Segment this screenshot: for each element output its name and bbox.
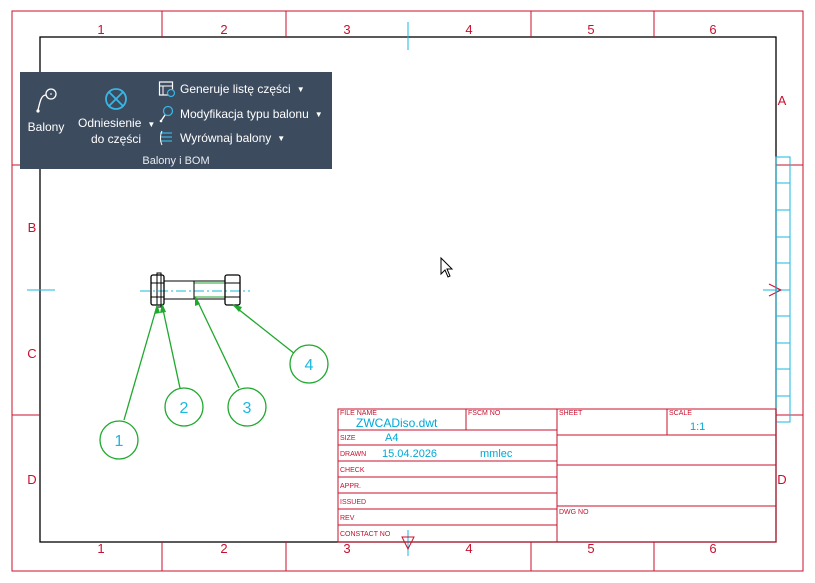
- reference-label: Odniesienie▼: [78, 116, 156, 130]
- balloons-label: Balony: [27, 120, 65, 134]
- balloon-1[interactable]: 1: [99, 420, 139, 460]
- align-balloons-icon: [160, 130, 172, 146]
- dwg-no-label: DWG NO: [559, 509, 589, 516]
- sheet-label: SHEET: [559, 410, 583, 417]
- appr-label: APPR.: [340, 483, 361, 490]
- reference-to-part-button[interactable]: Odniesienie▼ do części: [78, 86, 156, 147]
- size-value: A4: [385, 432, 398, 444]
- align-balloons-label: Wyrównaj balony: [180, 131, 272, 145]
- mouse-cursor-icon: [440, 256, 454, 278]
- sheet-border: [11, 10, 804, 572]
- bottom-center-arrow: [401, 536, 415, 551]
- zone-top-4: 4: [465, 22, 472, 37]
- balloon-2[interactable]: 2: [164, 387, 204, 427]
- issued-label: ISSUED: [340, 499, 366, 506]
- zone-right-d: D: [777, 472, 786, 487]
- scale-label: SCALE: [669, 410, 692, 417]
- modify-balloon-icon: [159, 105, 174, 123]
- file-name-label: FILE NAME: [340, 410, 377, 417]
- balloon-2-number: 2: [180, 400, 189, 417]
- zone-bottom-4: 4: [465, 541, 472, 556]
- reference-icon: [105, 88, 127, 110]
- balloon-4[interactable]: 4: [289, 344, 329, 384]
- balloons-button[interactable]: Balony: [24, 86, 68, 135]
- balloon-1-number: 1: [115, 433, 124, 450]
- generate-parts-list-button[interactable]: Generuje listę części ▼: [158, 78, 305, 100]
- modify-balloon-type-button[interactable]: Modyfikacja typu balonu ▼: [158, 103, 323, 125]
- balloon-leaders: [123, 297, 296, 421]
- zone-top-1: 1: [97, 22, 104, 37]
- check-label: CHECK: [340, 467, 365, 474]
- align-dropdown-icon[interactable]: ▼: [277, 133, 286, 143]
- balloon-3-number: 3: [243, 400, 252, 417]
- zone-right-a: A: [778, 93, 787, 108]
- right-ruler: [775, 156, 791, 423]
- drawn-date: 15.04.2026: [382, 448, 437, 460]
- generate-parts-list-label: Generuje listę części: [180, 82, 291, 96]
- align-balloons-button[interactable]: Wyrównaj balony ▼: [158, 127, 285, 149]
- zone-bottom-2: 2: [220, 541, 227, 556]
- zone-bottom-6: 6: [709, 541, 716, 556]
- ribbon-panel-balloons-bom: Balony Odniesienie▼ do części Generuje l…: [20, 72, 332, 169]
- balloon-4-number: 4: [305, 357, 314, 374]
- title-block: [337, 408, 777, 543]
- file-name-value: ZWCADiso.dwt: [356, 416, 438, 430]
- ribbon-group-label: Balony i BOM: [142, 155, 210, 167]
- parts-list-icon: [158, 81, 176, 98]
- balloon-tool-icon: [36, 88, 57, 113]
- zone-bottom-5: 5: [587, 541, 594, 556]
- reference-dropdown-icon[interactable]: ▼: [147, 120, 156, 129]
- drawn-label: DRAWN: [340, 451, 366, 458]
- modify-balloon-type-label: Modyfikacja typu balonu: [180, 107, 309, 121]
- right-center-arrow: [768, 283, 783, 297]
- zone-bottom-3: 3: [343, 541, 350, 556]
- size-label: SIZE: [340, 435, 356, 442]
- zone-top-2: 2: [220, 22, 227, 37]
- zone-left-b: B: [28, 220, 37, 235]
- zone-left-c: C: [27, 346, 36, 361]
- modify-dropdown-icon[interactable]: ▼: [314, 109, 323, 119]
- balloon-3[interactable]: 3: [227, 387, 267, 427]
- leader-arrowheads: [154, 296, 242, 314]
- bolt-assembly[interactable]: [140, 272, 250, 308]
- rev-label: REV: [340, 515, 355, 522]
- scale-value: 1:1: [690, 421, 705, 433]
- reference-label-line2: do części: [90, 132, 142, 146]
- fscm-label: FSCM NO: [468, 410, 501, 417]
- generate-dropdown-icon[interactable]: ▼: [296, 84, 305, 94]
- drawn-by: mmlec: [480, 448, 513, 460]
- contact-label: CONSTACT NO: [340, 531, 391, 538]
- zone-top-5: 5: [587, 22, 594, 37]
- zone-bottom-1: 1: [97, 541, 104, 556]
- zone-left-d: D: [27, 472, 36, 487]
- zone-top-3: 3: [343, 22, 350, 37]
- zone-top-6: 6: [709, 22, 716, 37]
